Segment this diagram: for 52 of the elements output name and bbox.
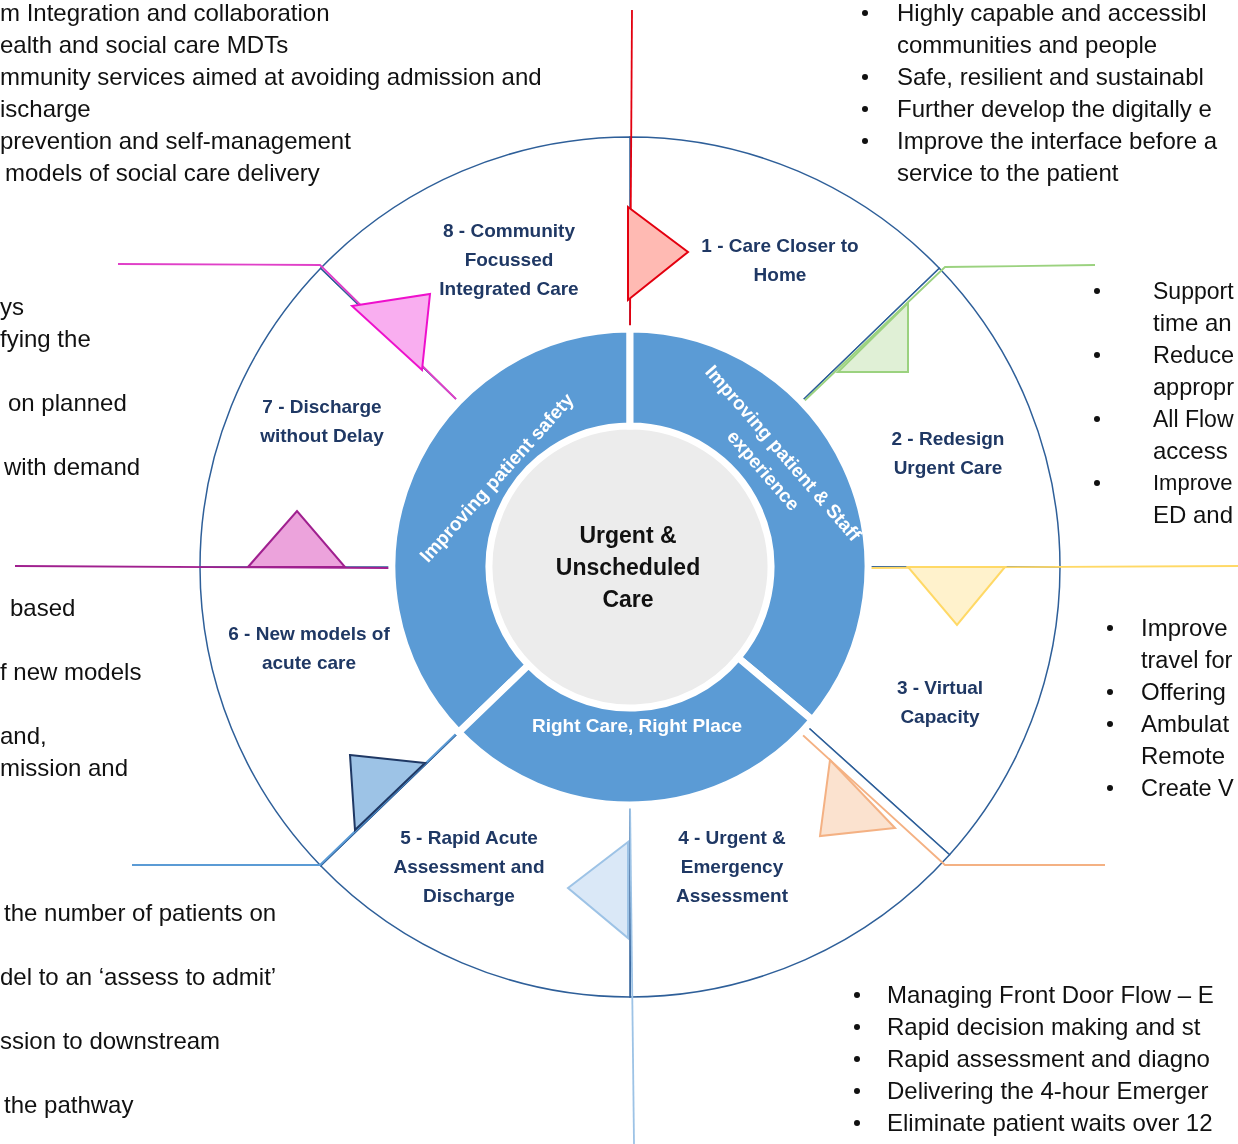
text-line: access <box>1153 436 1228 466</box>
text-line: on planned <box>8 388 127 418</box>
bullet-text: Ambulat <box>1141 709 1230 739</box>
text-line: travel for <box>1141 646 1233 675</box>
segment-title: 5 - Rapid Acute Assessment and Discharge <box>381 822 557 910</box>
text-line: based <box>10 593 76 623</box>
text-line: ED and <box>1153 500 1234 530</box>
text-line: fying the <box>0 324 91 354</box>
text-line: prevention and self-management <box>0 126 351 156</box>
bullet-text: Further develop the digitally e <box>897 94 1212 124</box>
text-line: communities and people <box>897 30 1158 60</box>
text-line: time an <box>1153 308 1232 338</box>
text-line: ys <box>0 292 24 322</box>
text-line: mmunity services aimed at avoiding admission and <box>0 62 542 92</box>
bullet-text: Reduce <box>1153 341 1234 370</box>
text-line: models of social care delivery <box>5 158 320 188</box>
bullet-text: Rapid decision making and st <box>887 1012 1201 1042</box>
text-line: ssion to downstream <box>0 1026 221 1056</box>
bullet-text: Support <box>1153 277 1234 306</box>
bullet-text: All Flow <box>1153 405 1234 434</box>
text-line: f new models <box>0 657 142 687</box>
segment-title: 8 - Community Focussed Integrated Care <box>426 215 592 303</box>
bullet-text: Improve <box>1153 469 1233 497</box>
ring-segment-text: Right Care, Right Place <box>531 713 743 739</box>
bullet-text: Offering <box>1141 677 1226 707</box>
bullet-text: Improve the interface before a <box>897 126 1218 156</box>
bullet-text: Highly capable and accessibl <box>897 0 1207 28</box>
text-line: ischarge <box>0 94 91 124</box>
segment-title: 4 - Urgent & Emergency Assessment <box>662 822 802 910</box>
text-line: mission and <box>0 753 129 783</box>
bullet-text: Managing Front Door Flow – E <box>887 980 1214 1010</box>
text-line: Remote <box>1141 741 1226 771</box>
text-line: appropr <box>1153 373 1234 402</box>
bullet-text: Delivering the 4-hour Emerger <box>887 1076 1209 1106</box>
segment-title: 1 - Care Closer to Home <box>687 231 873 289</box>
segment-title: 3 - Virtual Capacity <box>885 673 995 731</box>
text-line: the pathway <box>4 1090 134 1120</box>
bullet-text: Create V <box>1141 774 1234 803</box>
segment-title: 7 - Discharge without Delay <box>242 392 402 450</box>
segment-title: 6 - New models of acute care <box>209 619 409 677</box>
text-line: service to the patient <box>897 158 1119 188</box>
text-line: the number of patients on <box>4 898 277 928</box>
text-line: and, <box>0 721 47 751</box>
bullet-text: Rapid assessment and diagno <box>887 1044 1210 1074</box>
bullet-text: Improve <box>1141 613 1228 643</box>
text-line: ealth and social care MDTs <box>0 30 289 60</box>
text-line: with demand <box>4 452 141 482</box>
text-line: del to an ‘assess to admit’ <box>0 962 277 992</box>
segment-title: 2 - Redesign Urgent Care <box>878 424 1018 482</box>
text-line: m Integration and collaboration <box>0 0 330 28</box>
bullet-text: Eliminate patient waits over 12 <box>887 1108 1213 1138</box>
bullet-text: Safe, resilient and sustainabl <box>897 62 1204 92</box>
